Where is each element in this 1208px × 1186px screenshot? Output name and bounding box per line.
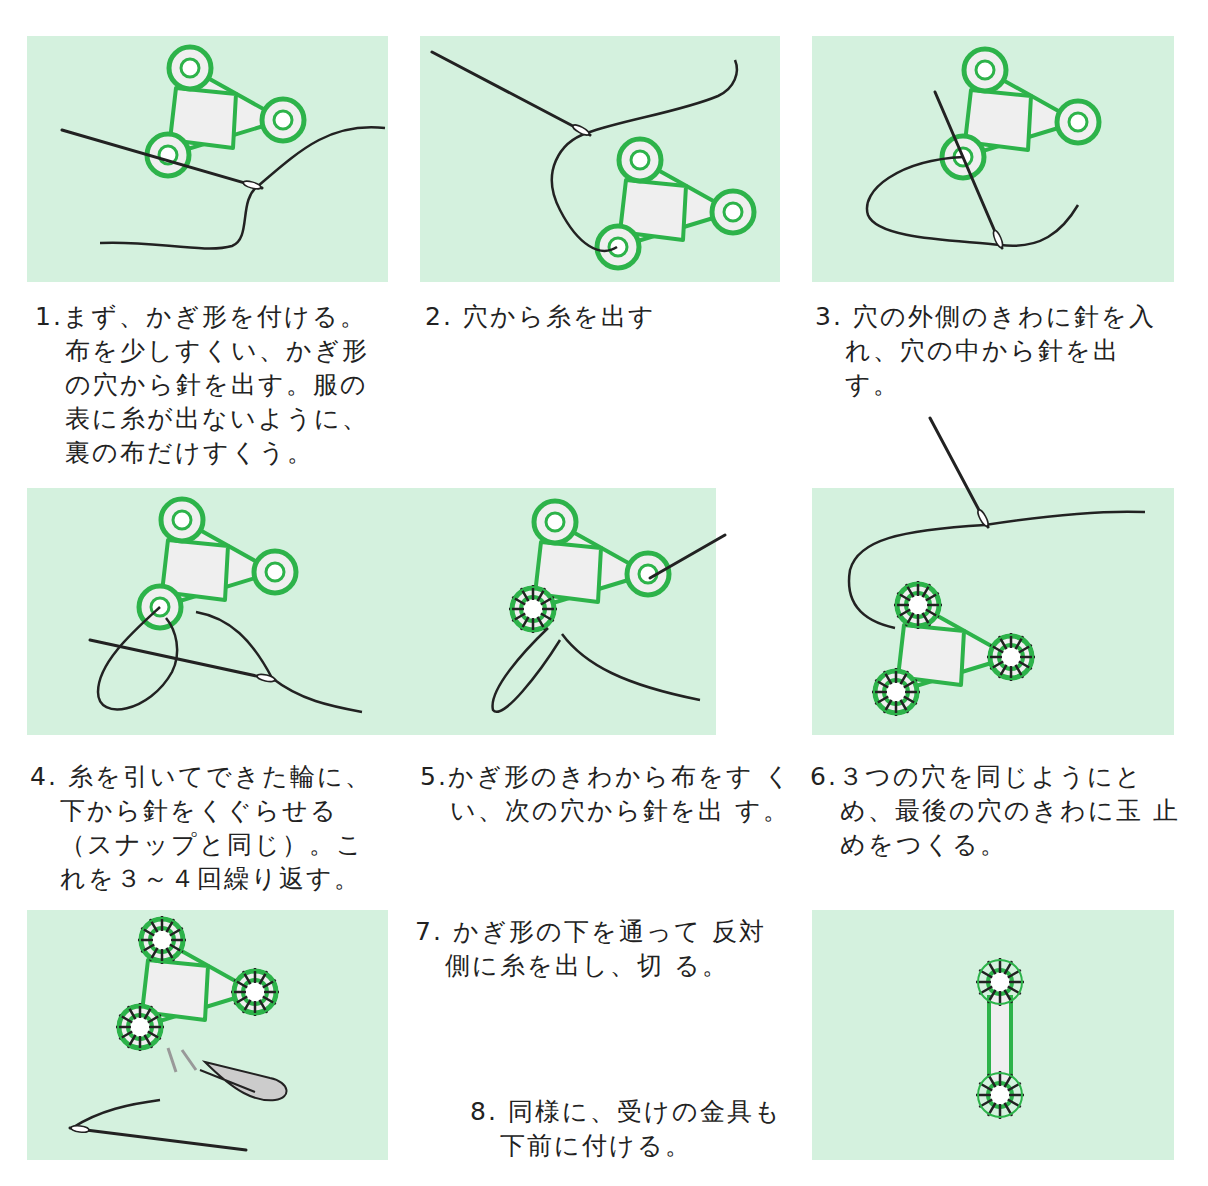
thread [493, 628, 560, 712]
panel [420, 36, 780, 282]
thread-end [168, 1048, 196, 1072]
eye-fastener [1009, 995, 1013, 1078]
stitched-ring [894, 581, 942, 629]
panel [812, 36, 1174, 282]
stitched-ring [987, 633, 1035, 681]
needle-eye [976, 509, 990, 528]
stitched-ring [231, 968, 279, 1016]
thread [100, 186, 258, 249]
step-caption: 8. 同様に、受けの金具も 下前に付ける。 [470, 1095, 800, 1163]
stitched-ring [138, 916, 186, 964]
thread [72, 1100, 160, 1128]
step-caption: 2. 穴から糸を出す [425, 300, 770, 334]
stitched-ring [976, 958, 1024, 1006]
eye-fastener [987, 995, 991, 1078]
scissors [200, 1062, 286, 1100]
thread [985, 512, 1145, 525]
hook-fastener [139, 499, 296, 628]
hook-fastener [597, 139, 754, 268]
needle [90, 640, 275, 680]
panel [27, 488, 716, 735]
step-caption: 7. かぎ形の下を通って 反対側に糸を出し、切 る。 [415, 915, 790, 983]
thread [258, 127, 385, 186]
hook-fastener [942, 49, 1099, 178]
needle [935, 92, 1002, 248]
needle-eye [257, 673, 276, 683]
thread [196, 612, 272, 678]
step-caption: 3. 穴の外側のきわに針を入 れ、穴の中から針を出 す。 [815, 300, 1177, 402]
step-caption: 4. 糸を引いてできた輪に、 下から針をくぐらせる （スナップと同じ）。こ れを… [30, 760, 400, 896]
needle-eye [71, 1125, 90, 1133]
thread [587, 60, 737, 133]
thread [98, 607, 177, 709]
panel [27, 36, 388, 282]
thread [849, 525, 985, 628]
panel [812, 910, 1174, 1160]
hook-fastener [147, 47, 304, 176]
needle [70, 1128, 246, 1150]
stitched-ring [872, 668, 920, 716]
step-caption: 5.かぎ形のきわから布をす くい、次の穴から針を出 す。 [420, 760, 800, 828]
needle-eye [243, 180, 262, 191]
thread [272, 678, 362, 712]
needle-eye [572, 123, 591, 137]
stitched-ring [976, 1071, 1024, 1119]
stitched-ring [116, 1003, 164, 1051]
panel [27, 910, 388, 1160]
panel [812, 488, 1174, 735]
step-caption: 1.まず、かぎ形を付ける。 布を少しすくい、かぎ形 の穴から針を出す。服の 表に… [35, 300, 395, 470]
stitched-ring [509, 585, 557, 633]
needle [62, 130, 262, 188]
eye-fastener [990, 995, 1010, 1080]
thread [867, 157, 1078, 246]
needle [650, 535, 725, 578]
thread [552, 133, 617, 251]
thread [562, 634, 700, 700]
needle [432, 52, 590, 135]
step-caption: 6.３つの穴を同じようにと め、最後の穴のきわに玉 止めをつくる。 [810, 760, 1180, 862]
needle-eye [992, 230, 1005, 249]
